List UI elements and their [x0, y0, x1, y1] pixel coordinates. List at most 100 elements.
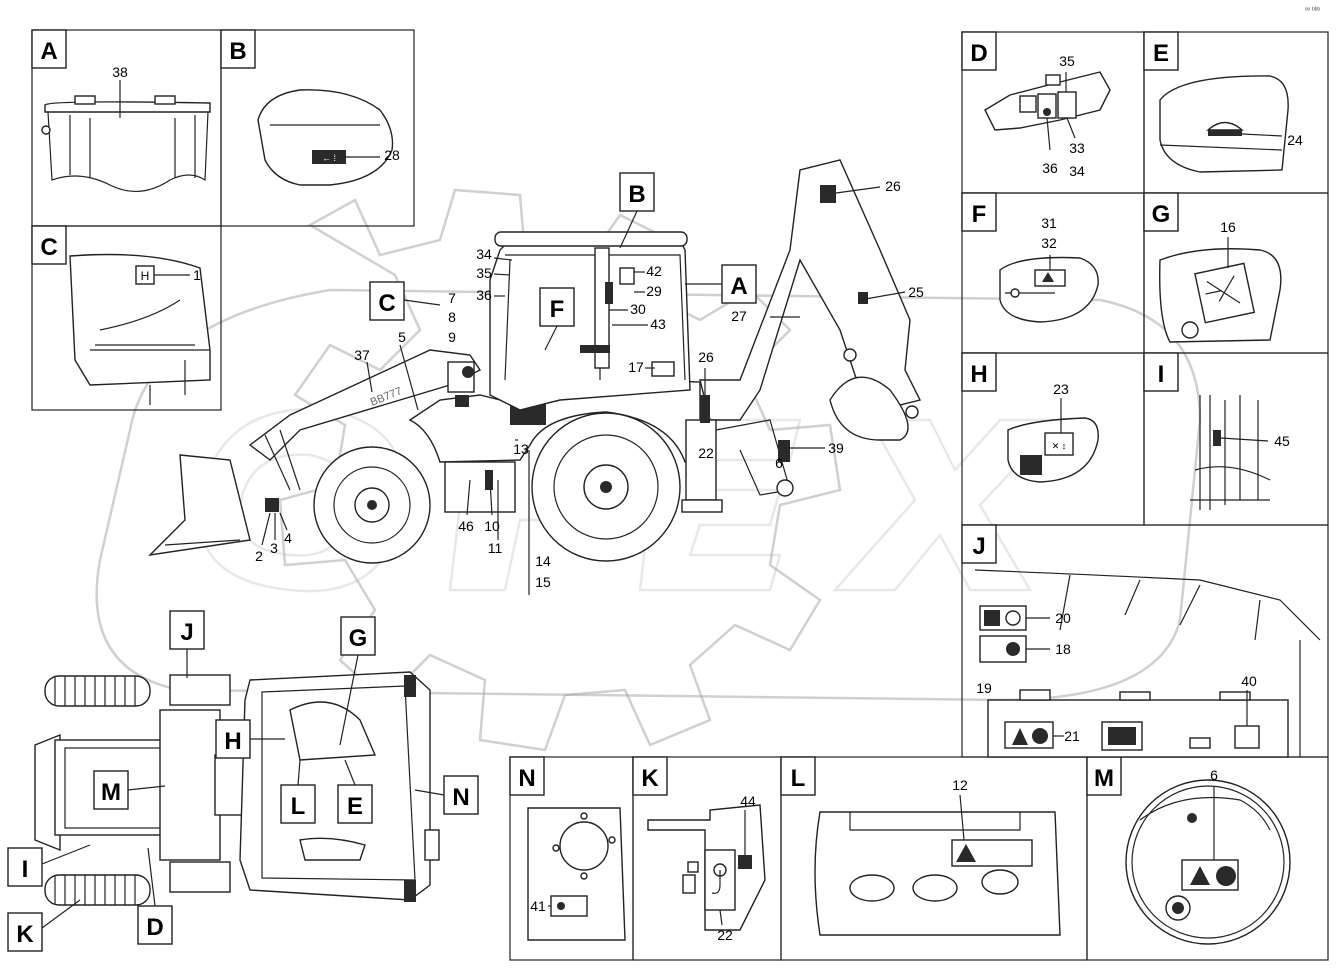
top-letter-i: I — [22, 856, 29, 883]
svg-text:✕ ↕: ✕ ↕ — [1052, 441, 1067, 451]
side-callout-9: 9 — [448, 329, 456, 345]
backhoe-top-view — [34, 671, 440, 906]
callout-41: 41 — [530, 898, 546, 914]
panel-a-drawing — [41, 80, 211, 193]
callout-35-d: 35 — [1059, 53, 1075, 69]
panel-a-letter: A — [40, 38, 57, 65]
side-callout-2: 2 — [255, 548, 263, 564]
side-letter-a: A — [730, 273, 747, 300]
side-callout-22: 22 — [698, 445, 714, 461]
panel-g-drawing — [1159, 237, 1282, 343]
callout-45: 45 — [1274, 433, 1290, 449]
callout-28: 28 — [384, 147, 400, 163]
top-view-leaders — [41, 649, 445, 929]
svg-text:← ⁞: ← ⁞ — [322, 153, 336, 163]
callout-31: 31 — [1041, 215, 1057, 231]
panel-k-drawing — [647, 804, 766, 931]
callout-1: 1 — [193, 267, 201, 283]
callout-6-m: 6 — [1210, 767, 1218, 783]
side-callout-8: 8 — [448, 309, 456, 325]
callout-44: 44 — [740, 793, 756, 809]
callout-40: 40 — [1241, 673, 1257, 689]
side-callout-36: 36 — [476, 287, 492, 303]
side-callout-6: 6 — [775, 455, 783, 471]
callout-23: 23 — [1053, 381, 1069, 397]
side-callout-10: 10 — [484, 518, 500, 534]
callout-16: 16 — [1220, 219, 1236, 235]
side-view-letter-boxes — [369, 172, 757, 327]
callout-36-d: 36 — [1042, 160, 1058, 176]
panel-b-letter: B — [229, 38, 246, 65]
panel-j-letter: J — [972, 533, 985, 560]
callout-21: 21 — [1064, 728, 1080, 744]
side-callout-4: 4 — [284, 530, 292, 546]
side-callout-15: 15 — [535, 574, 551, 590]
panel-g-letter: G — [1152, 201, 1171, 228]
top-letter-h: H — [224, 728, 241, 755]
side-letter-c: C — [378, 290, 395, 317]
side-callout-14: 14 — [535, 553, 551, 569]
side-callout-34: 34 — [476, 246, 492, 262]
panel-n-letter: N — [518, 765, 535, 792]
callout-12: 12 — [952, 777, 968, 793]
callout-19: 19 — [976, 680, 992, 696]
side-callout-17: 17 — [628, 359, 644, 375]
panel-l-drawing — [814, 794, 1061, 936]
panel-f-drawing — [999, 255, 1099, 323]
side-callout-7: 7 — [448, 290, 456, 306]
panel-e-drawing — [1159, 75, 1289, 173]
side-letter-b: B — [628, 181, 645, 208]
callout-22-k: 22 — [717, 927, 733, 943]
side-callout-29: 29 — [646, 283, 662, 299]
top-letter-n: N — [452, 784, 469, 811]
side-callout-26-top: 26 — [885, 178, 901, 194]
panel-b-drawing: ← ⁞ — [257, 89, 394, 186]
c-label-text: H — [141, 269, 150, 283]
backhoe-side-view: BB777 — [148, 159, 922, 564]
panel-c-letter: C — [40, 234, 57, 261]
panel-letter-boxes — [31, 29, 1179, 796]
side-callout-39: 39 — [828, 440, 844, 456]
callout-24: 24 — [1287, 132, 1303, 148]
panel-l-letter: L — [791, 765, 806, 792]
side-callout-43: 43 — [650, 316, 666, 332]
panel-j-drawing — [974, 569, 1321, 758]
side-callout-13: 13 — [513, 441, 529, 457]
side-callout-26: 26 — [698, 349, 714, 365]
side-callout-25: 25 — [908, 284, 924, 300]
side-callout-30: 30 — [630, 301, 646, 317]
callout-33: 33 — [1069, 140, 1085, 156]
panel-m-letter: M — [1094, 765, 1114, 792]
side-callout-46: 46 — [458, 518, 474, 534]
top-letter-g: G — [349, 625, 368, 652]
panel-h-letter: H — [970, 361, 987, 388]
panel-i-letter: I — [1158, 361, 1165, 388]
side-callout-35: 35 — [476, 265, 492, 281]
panel-h-drawing: ✕ ↕ — [1007, 398, 1099, 483]
panel-e-letter: E — [1153, 40, 1169, 67]
side-letter-f: F — [550, 296, 565, 323]
side-callout-42: 42 — [646, 263, 662, 279]
top-letter-e: E — [347, 793, 363, 820]
side-view-leaders — [261, 186, 906, 595]
panel-i-drawing — [1190, 395, 1271, 510]
side-callout-11: 11 — [488, 540, 503, 556]
callout-34-d: 34 — [1069, 163, 1085, 179]
panel-d-drawing — [984, 71, 1111, 151]
corner-mark: ᵒᵒ ᵇᵇᵇ — [1305, 7, 1321, 14]
top-letter-m: M — [101, 779, 121, 806]
panel-k-letter: K — [641, 765, 659, 792]
callout-38: 38 — [112, 64, 128, 80]
callout-32: 32 — [1041, 235, 1057, 251]
side-callout-3: 3 — [270, 540, 278, 556]
side-callout-37: 37 — [354, 347, 370, 363]
panel-d-letter: D — [970, 40, 987, 67]
callout-18: 18 — [1055, 641, 1071, 657]
top-letter-k: K — [16, 921, 34, 948]
panel-f-letter: F — [972, 201, 987, 228]
top-letter-l: L — [291, 793, 306, 820]
side-callout-27: 27 — [731, 308, 747, 324]
callout-20: 20 — [1055, 610, 1071, 626]
